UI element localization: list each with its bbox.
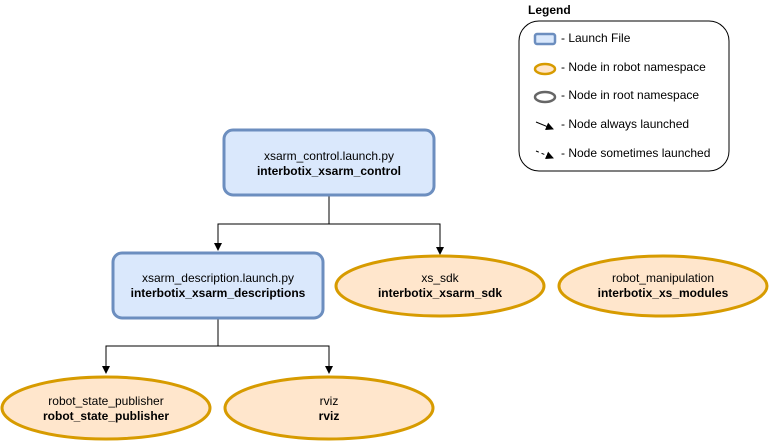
node-xs-sdk[interactable]: xs_sdk interbotix_xsarm_sdk [334,254,546,318]
legend-item-always-launched: - Node always launched [561,117,689,131]
edges [102,195,444,374]
node-name: rviz [320,394,339,408]
node-package: interbotix_xs_modules [598,286,729,300]
legend-item-root-namespace: - Node in root namespace [561,88,699,102]
solid-arrow-icon [535,121,554,131]
edge-control-to-xs-sdk [328,195,444,255]
launch-file-xsarm-control[interactable]: xsarm_control.launch.py interbotix_xsarm… [222,128,436,197]
legend-title: Legend [528,3,571,17]
edge-description-to-rviz [217,318,333,374]
root-namespace-node-swatch [533,90,557,104]
node-name: robot_state_publisher [48,394,163,408]
robot-namespace-node-swatch [533,62,557,76]
launch-file-xsarm-description[interactable]: xsarm_description.launch.py interbotix_x… [111,251,325,320]
node-package: interbotix_xsarm_control [257,164,401,178]
node-robot-state-publisher[interactable]: robot_state_publisher robot_state_publis… [0,375,212,441]
legend-frame [518,20,730,172]
node-package: interbotix_xsarm_sdk [378,286,502,300]
legend-item-launch-file: - Launch File [561,31,631,45]
node-package: rviz [319,409,340,423]
node-package: robot_state_publisher [43,409,169,423]
node-package: interbotix_xsarm_descriptions [131,286,306,300]
edge-control-to-description [214,195,330,251]
edge-description-to-robot-state-publisher [102,318,219,374]
node-rviz[interactable]: rviz rviz [223,375,435,441]
launch-file-swatch [533,32,557,46]
legend: Legend - Launch File - Node in robot nam… [518,3,730,172]
node-filename: xsarm_control.launch.py [264,149,394,163]
node-name: robot_manipulation [612,271,714,285]
node-name: xs_sdk [421,271,459,285]
legend-item-sometimes-launched: - Node sometimes launched [561,146,710,160]
legend-item-robot-namespace: - Node in robot namespace [561,60,706,74]
node-robot-manipulation[interactable]: robot_manipulation interbotix_xs_modules [557,254,769,318]
node-filename: xsarm_description.launch.py [142,271,294,285]
